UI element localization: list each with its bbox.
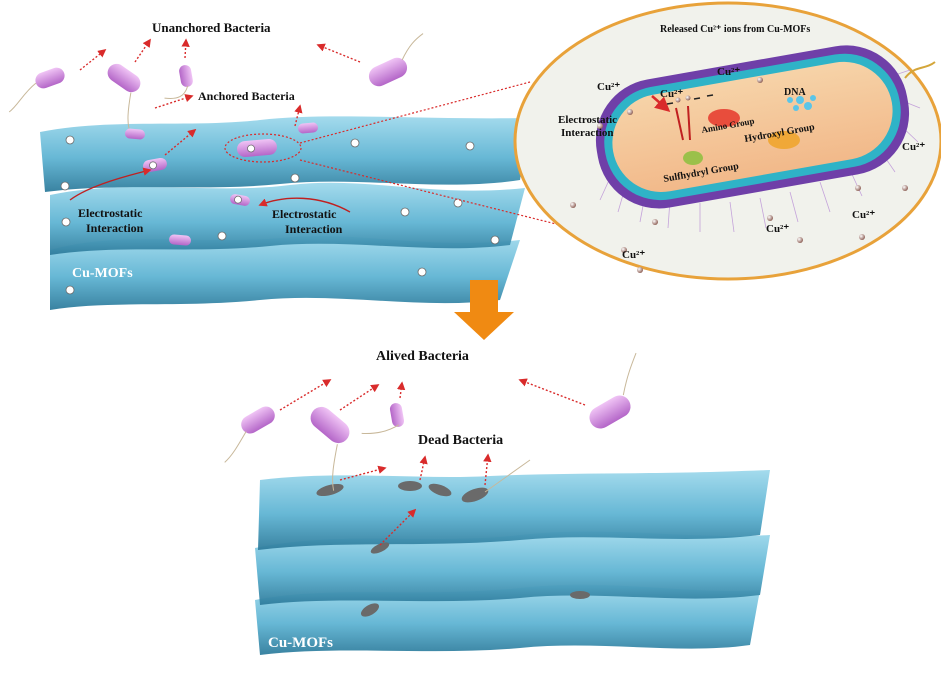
cell-cytoplasm [612,61,893,192]
electrostatic-arrow-left [69,167,152,201]
top-bacteria [8,33,424,246]
hydroxyl-group-blob [768,131,800,149]
zoom-line-lower [299,159,561,226]
bottom-sheet-bottom [255,584,760,655]
bottom-sheet-top [258,470,770,550]
membrane-negative-charges [666,94,714,105]
dead-bacteria [316,481,590,617]
electrostatic-left-line2: Interaction [86,221,144,235]
dna-cluster [787,95,816,111]
electrostatic-left-line1: Electrostatic [78,206,143,220]
amino-group-blob [708,109,740,127]
electrostatic-arrow-right [258,197,351,213]
cu-ion-label-5: Cu²⁺ [852,209,875,221]
cu-ion-label-3: Cu²⁺ [717,66,740,78]
electrostatic-right-line1: Electrostatic [272,207,337,221]
dead-flagellum [484,459,531,493]
dead-bacteria-label: Dead Bacteria [418,433,503,448]
zoom-title: Released Cu²⁺ ions from Cu-MOFs [660,24,810,35]
positive-charges-top [60,135,500,295]
anchored-bacteria-label: Anchored Bacteria [198,89,295,103]
bottom-movement-arrows [279,378,586,546]
dna-label: DNA [784,87,806,98]
anchored-highlight [224,133,302,163]
cu-ion-label-4: Cu²⁺ [902,141,925,153]
bottom-bacteria [224,352,637,491]
cu-ion-label-2: Cu²⁺ [660,88,683,100]
membrane-pore [675,105,691,141]
flagellum [904,61,936,79]
unanchored-bacteria-label: Unanchored Bacteria [152,20,271,35]
sulfhydryl-group-blob [683,151,703,165]
zoom-panel: Released Cu²⁺ ions from Cu-MOFs Cu²⁺ Cu²… [513,1,941,281]
bottom-mof-stack [255,470,770,655]
electrostatic-right-line2: Interaction [285,222,343,236]
transition-arrow [454,280,514,340]
cu-ion-label-1: Cu²⁺ [597,81,620,93]
top-cu-mofs-label: Cu-MOFs [72,266,133,281]
copper-ions [570,77,908,273]
top-mof-stack [40,116,530,310]
top-sheet-middle [50,182,525,255]
alived-bacteria-label: Alived Bacteria [376,349,469,364]
cu-ion-label-7: Cu²⁺ [622,249,645,261]
cu-ion-label-6: Cu²⁺ [766,223,789,235]
bottom-cu-mofs-label: Cu-MOFs [268,635,333,651]
top-movement-arrows [79,38,361,156]
zoom-electrostatic-line1: Electrostatic [558,114,617,126]
electrostatic-pointer [651,95,671,112]
zoom-electrostatic-line2: Interaction [561,127,614,139]
top-sheet-bottom [50,236,520,310]
top-sheet-top [40,116,530,192]
